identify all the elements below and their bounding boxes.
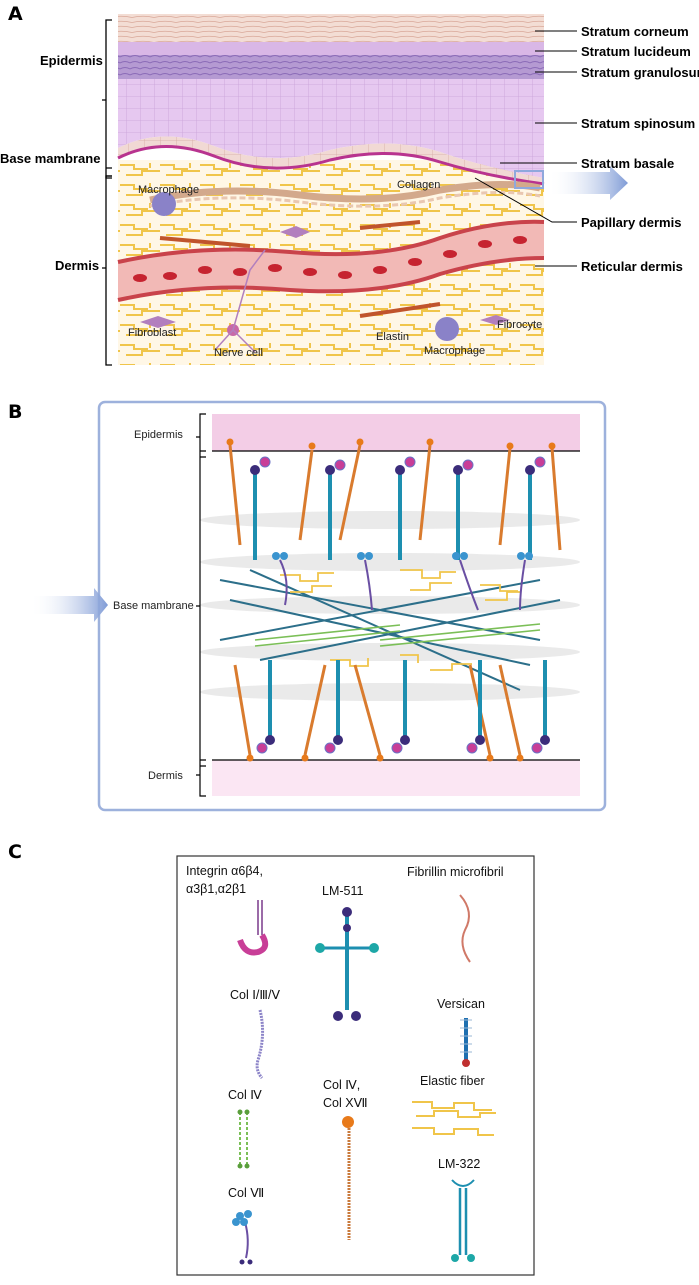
dermis-band [212,760,580,796]
panel-b-bracket [196,413,206,797]
fibrillin-symbol [459,894,471,963]
label-macrophage-bottom: Macrophage [424,345,485,357]
vessel-wall-top [117,219,545,264]
elastic-fiber-symbol [412,1101,496,1136]
inset-box [514,170,544,189]
label-stratum-basale: Stratum basale [581,156,674,171]
label-fibroblast: Fibroblast [128,327,176,339]
stratum-basale-layer [118,136,544,184]
macrophage-top-cell [152,192,176,216]
legend-box [176,855,535,1276]
panel-letter-c: C [8,841,22,863]
legend-col4-17-line2: Col XⅦ [323,1096,368,1110]
lm511-symbol [315,907,379,1021]
legend-lm511: LM-511 [322,884,364,898]
fibroblast-cell-top [280,226,310,238]
basement-membrane-line [117,144,545,186]
vessel-wall-bottom [117,256,545,302]
label-stratum-corneum: Stratum corneum [581,24,689,39]
col7-symbol [232,1210,253,1265]
legend-col4-17-line1: Col Ⅳ, [323,1078,360,1092]
stratum-spinosum-layer [118,79,544,178]
label-b-base-membrane: Base mambrane [113,600,194,612]
panel-letter-a: A [8,3,23,25]
label-stratum-spinosum: Stratum spinosum [581,116,695,131]
collagen-bundle-strand [149,190,541,208]
legend-lm322: LM-322 [438,1157,480,1171]
stratum-granulosum-layer [118,55,544,79]
dermis-bracket [102,175,112,366]
panel-b: B [8,400,607,812]
label-papillary-dermis: Papillary dermis [581,215,681,230]
collagen-bundle [149,180,541,204]
label-macrophage-top: Macrophage [138,184,199,196]
elastin-fiber-a [359,220,421,230]
blood-vessel [118,221,544,300]
col-vii-heads [272,552,533,560]
label-nerve-cell: Nerve cell [214,347,263,359]
label-reticular-dermis: Reticular dermis [581,259,683,274]
label-collagen: Collagen [397,179,440,191]
label-b-epidermis: Epidermis [134,429,183,441]
legend-versican: Versican [437,997,485,1011]
lm511-bottom-row [256,660,550,754]
legend-fibrillin: Fibrillin microfibril [407,865,504,879]
col-xvii-heads [226,438,556,762]
col135-symbol [255,1009,265,1079]
stratum-corneum-layer [118,14,544,42]
label-b-dermis: Dermis [148,770,183,782]
label-base-membrane-a: Base mambrane [0,151,100,166]
integrin-symbol [237,900,269,956]
col-xvii-fibrils [228,444,562,756]
legend-col135: Col Ⅰ/Ⅲ/Ⅴ [230,988,280,1002]
stratum-lucideum-layer [118,42,544,55]
legend-elastic-fiber: Elastic fiber [420,1074,485,1088]
basement-sheets [200,511,580,701]
col17-symbol [342,1116,354,1240]
lm322-symbol [451,1179,475,1262]
skin-cross-section [117,14,545,365]
col-vii-anchors [279,559,526,611]
col-iv-ladders [254,623,541,647]
red-blood-cells [133,236,527,282]
label-fibrocyte: Fibrocyte [497,319,542,331]
versican-symbol [460,1018,472,1067]
legend-integrin-line1: Integrin α6β4, [186,864,263,878]
lm511-top-row [250,456,546,560]
zoom-arrow-into-b [30,588,108,622]
label-dermis: Dermis [55,258,99,273]
label-stratum-granulosum: Stratum granulosum [581,65,699,80]
fibroblast-cell [140,316,176,328]
leader-lines-a [474,30,577,267]
macrophage-bottom-cell [435,317,459,341]
nerve-processes [214,249,266,353]
label-stratum-lucideum: Stratum lucideum [581,44,691,59]
epidermis-band [212,414,580,451]
elastin-fiber-c [359,302,441,318]
label-elastin: Elastin [376,331,409,343]
epidermis-bracket [102,19,112,179]
fibrocyte-cell [480,315,510,325]
elastic-fiber-clusters [280,569,521,671]
base-membrane-bracket [106,167,112,177]
zoom-arrow-right [548,166,628,200]
panel-letter-b: B [8,401,22,423]
col4-symbol [237,1109,250,1169]
legend-col7: Col Ⅶ [228,1186,264,1200]
panel-a: A [0,3,699,366]
legend-col4: Col Ⅳ [228,1088,262,1102]
panel-c: C Integrin α6β4, α3β1,α2β1 LM-511 Fibril… [8,841,535,1276]
legend-integrin-line2: α3β1,α2β1 [186,882,246,896]
label-epidermis: Epidermis [40,53,103,68]
elastin-fiber-b [159,236,251,248]
